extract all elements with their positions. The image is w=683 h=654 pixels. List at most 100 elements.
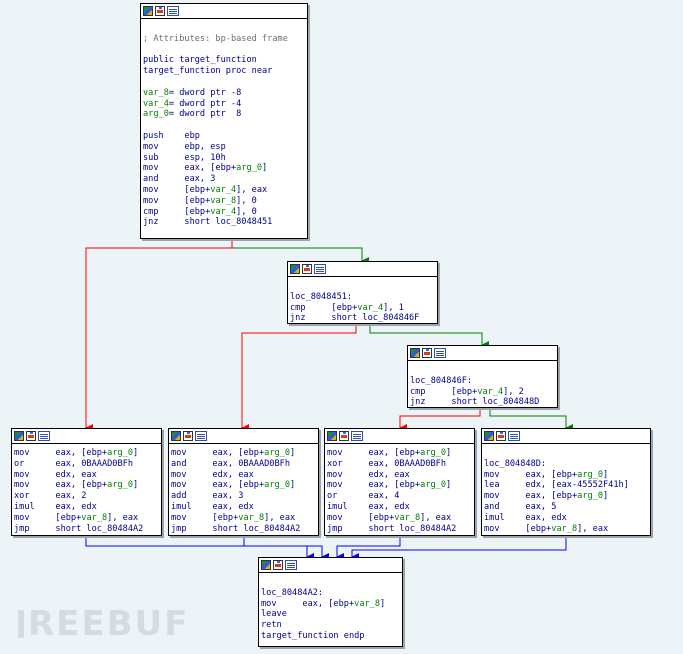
code-line: jnz short loc_8048451 — [143, 217, 305, 228]
code-line: var_4= dword ptr -4 — [143, 99, 305, 110]
code-line: var_8= dword ptr -8 — [143, 88, 305, 99]
code-reference[interactable]: arg_0 — [577, 491, 604, 502]
graph-icon[interactable] — [26, 431, 36, 441]
code-text: ] — [290, 448, 296, 458]
edge-unconditional[interactable] — [351, 536, 567, 561]
text-icon[interactable] — [285, 560, 297, 570]
code-line: retn — [261, 620, 400, 631]
graph-icon[interactable] — [273, 560, 283, 570]
node-header — [141, 4, 307, 19]
code-text: = dword ptr 8 — [168, 109, 242, 120]
code-reference[interactable]: var_4 — [143, 98, 169, 109]
code-reference[interactable]: arg_0 — [236, 163, 263, 174]
code-text: xor eax, 0BAAAD0BFh — [327, 458, 446, 469]
color-icon[interactable] — [143, 6, 153, 16]
code-text — [143, 45, 148, 55]
edge-false[interactable] — [241, 324, 357, 432]
text-icon[interactable] — [434, 348, 446, 358]
text-icon[interactable] — [314, 264, 326, 274]
edge-false[interactable] — [399, 408, 481, 432]
code-text: jnz short loc_804848D — [410, 397, 540, 408]
code-reference[interactable]: var_8 — [210, 195, 237, 206]
code-line: loc_804848D: — [484, 459, 648, 470]
code-reference[interactable]: var_8 — [81, 512, 108, 523]
code-line — [290, 281, 435, 292]
code-reference[interactable]: arg_0 — [143, 109, 169, 120]
code-reference[interactable]: arg_0 — [107, 448, 134, 458]
text-icon[interactable] — [167, 6, 179, 16]
graph-icon[interactable] — [422, 348, 432, 358]
color-icon[interactable] — [327, 431, 337, 441]
graph-icon[interactable] — [155, 6, 165, 16]
code-line: imul eax, edx — [14, 502, 159, 513]
edge-unconditional[interactable] — [243, 536, 329, 561]
code-reference[interactable]: var_4 — [210, 206, 237, 217]
code-reference[interactable]: arg_0 — [420, 448, 447, 458]
code-text: and eax, 0BAAAD0BFh — [171, 458, 290, 469]
code-text: mov [ebp+ — [327, 512, 395, 523]
code-line: jnz short loc_804848D — [410, 397, 555, 408]
code-line: or eax, 4 — [327, 491, 472, 502]
code-text: ], eax — [264, 512, 296, 523]
code-text: loc_8048451: — [290, 291, 353, 302]
code-text: ], 0 — [236, 206, 257, 217]
code-text: loc_80484A2: — [261, 587, 324, 598]
graph-icon[interactable] — [302, 264, 312, 274]
code-text — [290, 281, 295, 291]
color-icon[interactable] — [290, 264, 300, 274]
code-reference[interactable]: var_8 — [143, 87, 169, 98]
code-reference[interactable]: arg_0 — [264, 448, 291, 458]
color-icon[interactable] — [484, 431, 494, 441]
text-icon[interactable] — [38, 431, 50, 441]
graph-icon[interactable] — [339, 431, 349, 441]
graph-icon[interactable] — [183, 431, 193, 441]
code-reference[interactable]: arg_0 — [107, 480, 134, 491]
code-line: mov [ebp+var_8], 0 — [143, 196, 305, 207]
edge-unconditional[interactable] — [336, 536, 401, 561]
code-reference[interactable]: var_8 — [394, 512, 421, 523]
code-line: mov ebp, esp — [143, 142, 305, 153]
code-reference[interactable]: var_4 — [477, 386, 504, 397]
code-text: jmp short loc_80484A2 — [327, 523, 457, 534]
edge-false[interactable] — [85, 239, 233, 432]
code-reference[interactable]: var_4 — [357, 302, 384, 313]
color-icon[interactable] — [261, 560, 271, 570]
code-text: imul eax, edx — [14, 501, 97, 512]
code-reference[interactable]: arg_0 — [420, 480, 447, 491]
edge-true[interactable] — [231, 239, 369, 265]
text-icon[interactable] — [508, 431, 520, 441]
code-reference[interactable]: var_8 — [551, 523, 578, 534]
text-icon[interactable] — [195, 431, 207, 441]
code-line: arg_0= dword ptr 8 — [143, 109, 305, 120]
color-icon[interactable] — [171, 431, 181, 441]
edge-unconditional[interactable] — [85, 536, 314, 561]
node-entry[interactable]: ; Attributes: bp-based frame public targ… — [140, 3, 308, 239]
code-text: ], 2 — [503, 386, 524, 397]
color-icon[interactable] — [410, 348, 420, 358]
code-line: jmp short loc_80484A2 — [171, 524, 316, 535]
code-text: ], eax — [577, 523, 609, 534]
code-reference[interactable]: arg_0 — [264, 480, 291, 491]
code-reference[interactable]: var_8 — [354, 598, 381, 609]
code-reference[interactable]: arg_0 — [577, 469, 604, 480]
graph-icon[interactable] — [496, 431, 506, 441]
code-text — [261, 577, 266, 587]
code-text: mov eax, [ebp+ — [484, 491, 578, 502]
code-reference[interactable]: var_4 — [210, 184, 237, 195]
node-header — [325, 429, 474, 444]
edge-true[interactable] — [489, 408, 573, 432]
color-icon[interactable] — [14, 431, 24, 441]
code-line: add eax, 3 — [171, 491, 316, 502]
edge-true[interactable] — [369, 324, 489, 349]
code-line: mov [ebp+var_8], eax — [171, 513, 316, 524]
text-icon[interactable] — [351, 431, 363, 441]
code-reference[interactable]: var_8 — [238, 512, 265, 523]
node-loc-804848d[interactable]: loc_804848D:mov eax, [ebp+arg_0]lea edx,… — [481, 428, 651, 536]
